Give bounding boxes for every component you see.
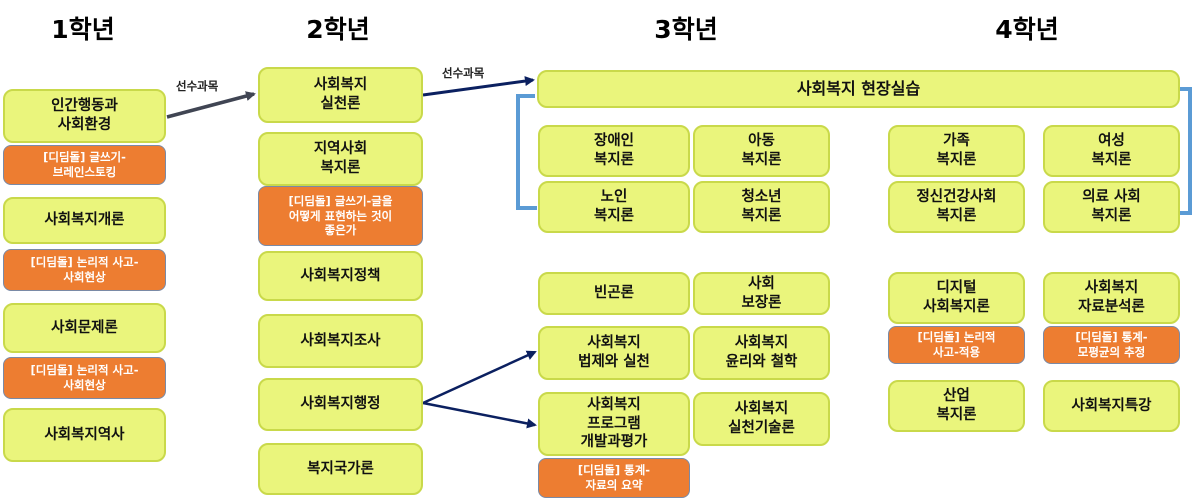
course-special-topics: 사회복지특강	[1043, 380, 1180, 432]
course-community-welfare: 지역사회 복지론	[258, 132, 423, 186]
course-comparative-welfare-state: 복지국가론	[258, 443, 423, 495]
year-4-heading: 4학년	[995, 15, 1059, 44]
course-welfare-policy: 사회복지정책	[258, 251, 423, 301]
tag-stats-data-summary: [디딤돌] 통계- 자료의 요약	[538, 458, 690, 498]
right-bracket	[1180, 87, 1192, 215]
prereq-arrow-1	[166, 91, 256, 119]
course-digital-welfare: 디지털 사회복지론	[888, 272, 1025, 324]
left-bracket	[516, 94, 537, 210]
year-2-heading: 2학년	[306, 15, 370, 44]
course-welfare-law: 사회복지 법제와 실천	[538, 326, 690, 380]
course-intro-social-welfare: 사회복지개론	[3, 197, 166, 244]
prereq-arrow-2	[422, 76, 535, 97]
course-welfare-administration: 사회복지행정	[258, 378, 423, 431]
course-child-welfare: 아동 복지론	[693, 125, 830, 177]
course-welfare-ethics: 사회복지 윤리와 철학	[693, 326, 830, 380]
course-program-development: 사회복지 프로그램 개발과평가	[538, 392, 690, 456]
tag-logic-application: [디딤돌] 논리적 사고-적용	[888, 326, 1025, 364]
year-3-heading: 3학년	[654, 15, 718, 44]
course-data-analysis: 사회복지 자료분석론	[1043, 272, 1180, 324]
admin-to-law-arrow	[422, 350, 537, 405]
tag-logic-social-phenomena-1: [디딤돌] 논리적 사고- 사회현상	[3, 249, 166, 291]
course-human-behavior: 인간행동과 사회환경	[3, 89, 166, 143]
course-industrial-welfare: 산업 복지론	[888, 380, 1025, 432]
course-welfare-history: 사회복지역사	[3, 408, 166, 462]
course-social-problems: 사회문제론	[3, 303, 166, 353]
tag-stats-mean-estimation: [디딤돌] 통계- 모평균의 추정	[1043, 326, 1180, 364]
course-mental-health-welfare: 정신건강사회 복지론	[888, 181, 1025, 233]
course-family-welfare: 가족 복지론	[888, 125, 1025, 177]
tag-logic-social-phenomena-2: [디딤돌] 논리적 사고- 사회현상	[3, 357, 166, 399]
course-youth-welfare: 청소년 복지론	[693, 181, 830, 233]
course-practice-theory: 사회복지 실천론	[258, 67, 423, 123]
tag-brainstorming: [디딤돌] 글쓰기- 브레인스토킹	[3, 145, 166, 185]
course-women-welfare: 여성 복지론	[1043, 125, 1180, 177]
course-field-practicum: 사회복지 현장실습	[537, 70, 1180, 108]
course-welfare-research: 사회복지조사	[258, 314, 423, 368]
course-elderly-welfare: 노인 복지론	[538, 181, 690, 233]
course-medical-welfare: 의료 사회 복지론	[1043, 181, 1180, 233]
tag-writing-expression: [디딤돌] 글쓰기-글을 어떻게 표현하는 것이 좋은가	[258, 186, 423, 246]
year-1-heading: 1학년	[51, 15, 115, 44]
course-social-security: 사회 보장론	[693, 272, 830, 315]
admin-to-program-arrow	[422, 401, 537, 429]
course-poverty: 빈곤론	[538, 272, 690, 315]
prerequisite-label-2: 선수과목	[442, 66, 485, 80]
prerequisite-label-1: 선수과목	[176, 79, 219, 93]
course-disability-welfare: 장애인 복지론	[538, 125, 690, 177]
course-practice-skills: 사회복지 실천기술론	[693, 392, 830, 446]
